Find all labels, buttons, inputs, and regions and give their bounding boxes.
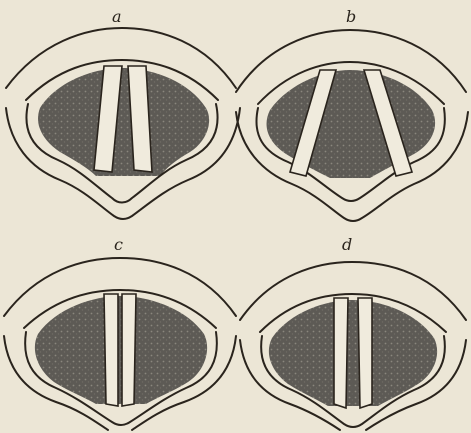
panel-a-label: a xyxy=(112,7,122,26)
panel-b-label: b xyxy=(346,7,356,26)
panel-d-left-cord xyxy=(334,298,348,408)
panel-d-right-cord xyxy=(358,298,372,408)
panel-b-shaded-area xyxy=(267,70,436,178)
panel-c-left-cord xyxy=(104,294,118,406)
panel-c-right-cord xyxy=(122,294,136,406)
panel-c-shaded-area xyxy=(35,296,207,404)
panel-a-shaded-area xyxy=(38,68,209,176)
panel-d-label: d xyxy=(342,235,352,254)
panel-d: d xyxy=(240,235,466,430)
panel-c: c xyxy=(4,235,236,430)
panel-a: a xyxy=(6,7,240,219)
panel-b: b xyxy=(236,7,468,221)
panel-c-label: c xyxy=(114,235,123,254)
